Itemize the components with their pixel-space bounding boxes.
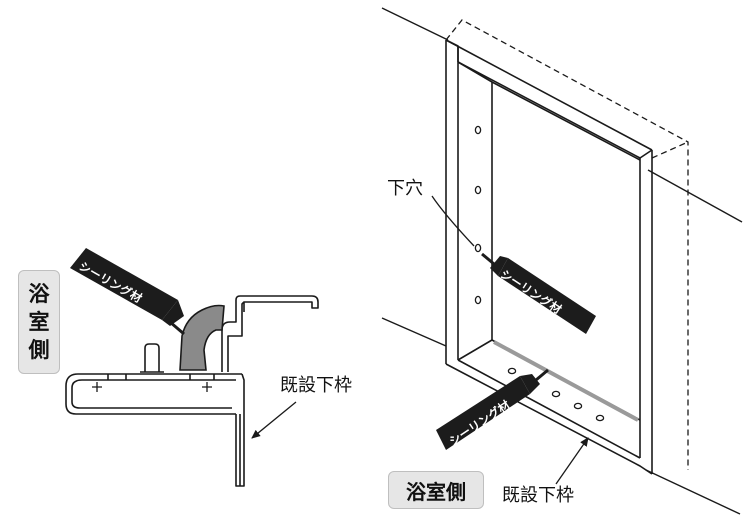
sealant-tube-right-upper: [481, 252, 596, 334]
bathroom-side-char: 浴: [28, 282, 50, 306]
sealant-line: [493, 340, 639, 422]
existing-frame-label-right: 既設下枠: [502, 485, 574, 506]
hidden-edges: [445, 19, 689, 470]
sealant-bead: [179, 304, 225, 371]
frame-leader-right: [555, 437, 589, 485]
sealant-tube-right-lower: [436, 368, 549, 450]
sealant-tube-left: [70, 248, 185, 336]
bathroom-side-badge-right: 浴室側: [388, 471, 484, 509]
bathroom-side-badge-left: 浴 室 側: [18, 270, 60, 374]
frame-leader-left: [251, 401, 297, 439]
bathroom-side-char: 室: [28, 310, 50, 334]
existing-frame-label-left: 既設下枠: [280, 375, 352, 396]
bathroom-side-char: 側: [28, 338, 50, 362]
hole-leader: [431, 195, 475, 247]
lower-holes: [474, 125, 605, 422]
frame-cross-section: [65, 295, 319, 487]
wall-lines: [381, 7, 743, 515]
lower-hole-label: 下穴: [387, 178, 423, 199]
